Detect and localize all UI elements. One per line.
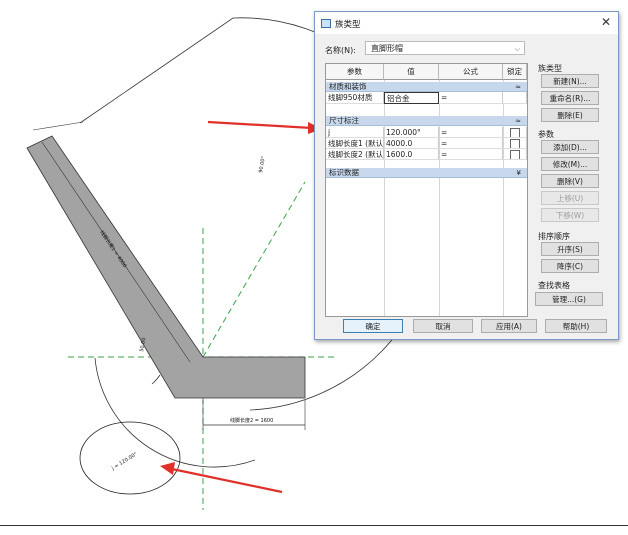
group-row-dimensions[interactable]: 尺寸标注 ≈: [326, 116, 527, 126]
params-title: 参数: [538, 130, 554, 139]
lock-checkbox[interactable]: [503, 138, 527, 149]
table-row[interactable]: 线脚950材质 铝合金 =: [326, 92, 527, 104]
dim-angle-j-text[interactable]: j = 120.00°: [110, 451, 139, 472]
dialog-app-icon: [321, 19, 331, 28]
table-row[interactable]: 线脚长度1 (默认) 4000.0 =: [326, 138, 527, 149]
sort-title: 排序顺序: [538, 232, 570, 241]
profile-shape[interactable]: [26, 135, 306, 399]
lookup-title: 查找表格: [538, 281, 570, 290]
bottom-border-line: [0, 525, 628, 526]
table-row[interactable]: j 120.000° =: [326, 127, 527, 138]
expand-icon[interactable]: ¥: [516, 169, 521, 177]
move-down-button[interactable]: 下移(W): [541, 208, 599, 222]
modify-param-button[interactable]: 修改(M)...: [541, 157, 599, 171]
param-formula[interactable]: =: [439, 127, 503, 138]
move-up-button[interactable]: 上移(U): [541, 191, 599, 205]
column-divider: [384, 64, 385, 316]
help-button[interactable]: 帮助(H): [545, 319, 607, 333]
reference-plane-diagonal[interactable]: [202, 181, 306, 358]
family-types-title: 族类型: [538, 64, 562, 73]
param-value[interactable]: 铝合金: [384, 92, 439, 104]
name-select-value: 直脚形帽: [371, 44, 403, 53]
profile-inner-line: [41, 141, 191, 363]
param-name: 线脚长度2 (默认): [326, 149, 384, 160]
param-lock-empty: [503, 92, 527, 104]
group-row-materials[interactable]: 材质和装饰 ≈: [326, 82, 527, 92]
name-select[interactable]: 直脚形帽 ⌵: [365, 41, 525, 55]
column-header-param[interactable]: 参数: [326, 64, 384, 80]
group-row-identity[interactable]: 标识数据 ¥: [326, 168, 527, 178]
angle-arc-small[interactable]: [151, 374, 161, 385]
column-header-formula[interactable]: 公式: [439, 64, 503, 80]
cancel-button[interactable]: 取消: [413, 319, 473, 333]
rename-type-button[interactable]: 重命名(R)...: [541, 91, 599, 105]
arc-extension-line: [32, 121, 84, 131]
param-formula[interactable]: =: [439, 138, 503, 149]
ok-button[interactable]: 确定: [343, 319, 403, 333]
dialog-title: 族类型: [335, 20, 361, 30]
delete-type-button[interactable]: 删除(E): [541, 108, 599, 122]
chevron-down-icon[interactable]: ⌵: [514, 45, 520, 53]
close-icon[interactable]: ✕: [600, 15, 611, 29]
family-types-dialog: 族类型 ✕ 名称(N): 直脚形帽 ⌵ 参数 值 公式 锁定 材质和装饰 ≈ 线…: [314, 11, 619, 340]
param-formula[interactable]: =: [439, 149, 503, 160]
dim-arc-text[interactable]: 90.00°: [258, 155, 267, 173]
param-name: 线脚长度1 (默认): [326, 138, 384, 149]
lock-checkbox[interactable]: [503, 127, 527, 138]
angle-arc-j[interactable]: [94, 357, 256, 468]
column-header-value[interactable]: 值: [384, 64, 439, 80]
name-label: 名称(N):: [325, 46, 356, 55]
collapse-icon[interactable]: ≈: [515, 117, 521, 125]
manage-lookup-button[interactable]: 管理...(G): [535, 292, 603, 306]
sort-ascending-button[interactable]: 升序(S): [541, 242, 599, 256]
column-header-lock[interactable]: 锁定: [503, 64, 527, 80]
param-formula[interactable]: =: [439, 92, 503, 104]
param-name: 线脚950材质: [326, 92, 384, 104]
sort-descending-button[interactable]: 降序(C): [541, 259, 599, 273]
new-type-button[interactable]: 新建(N)...: [541, 74, 599, 88]
parameter-table: 参数 值 公式 锁定 材质和装饰 ≈ 线脚950材质 铝合金 = 尺寸标注 ≈ …: [325, 63, 528, 317]
collapse-icon[interactable]: ≈: [515, 83, 521, 91]
dialog-titlebar[interactable]: 族类型 ✕: [315, 12, 618, 34]
param-name: j: [326, 127, 384, 138]
param-value[interactable]: 4000.0: [384, 138, 439, 149]
red-arrow-head-drawing: [160, 462, 175, 475]
table-header-row: 参数 值 公式 锁定: [326, 64, 527, 80]
dim-small-text[interactable]: 50.00: [139, 337, 147, 352]
delete-param-button[interactable]: 删除(V): [541, 174, 599, 188]
red-arrow-to-drawing: [171, 467, 283, 494]
lock-checkbox[interactable]: [503, 149, 527, 160]
group-label: 材质和装饰: [329, 82, 367, 91]
table-row[interactable]: 线脚长度2 (默认) 1600.0 =: [326, 149, 527, 160]
red-arrow-to-table: [207, 120, 313, 130]
add-param-button[interactable]: 添加(D)...: [541, 140, 599, 154]
column-divider: [439, 64, 440, 316]
highlight-ellipse-drawing: [79, 421, 181, 495]
column-divider: [503, 64, 504, 316]
group-label: 尺寸标注: [329, 116, 359, 125]
param-value[interactable]: 120.000°: [384, 127, 439, 138]
apply-button[interactable]: 应用(A): [481, 319, 537, 333]
dim-length2-text[interactable]: 线脚长度2 = 1600: [230, 417, 273, 424]
param-value[interactable]: 1600.0: [384, 149, 439, 160]
group-label: 标识数据: [329, 168, 359, 177]
